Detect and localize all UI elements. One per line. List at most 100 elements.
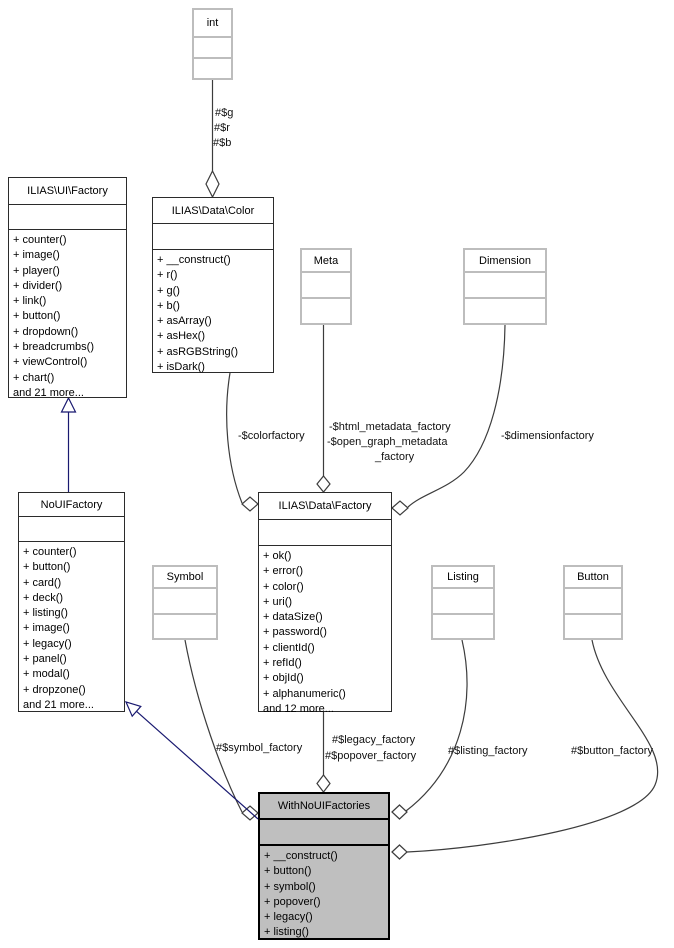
method-item: + clientId()	[263, 641, 315, 654]
method-item: + viewControl()	[13, 356, 88, 369]
attributes-compartment	[565, 589, 621, 615]
methods-compartment: + __construct() + r() + g() + b() + asAr…	[153, 250, 273, 375]
class-nouifactory[interactable]: NoUIFactory + counter() + button() + car…	[18, 492, 125, 712]
edge-color-datafactory	[226, 372, 259, 512]
method-item-more: and 12 more...	[263, 702, 334, 715]
class-title: Dimension	[465, 250, 545, 273]
method-item: + card()	[23, 576, 62, 589]
method-item-more: and 21 more...	[13, 386, 84, 399]
method-item: + b()	[157, 299, 180, 312]
method-item: + isDark()	[157, 361, 205, 374]
class-title: Listing	[433, 567, 493, 589]
method-item: + counter()	[13, 234, 67, 246]
method-item: + divider()	[13, 279, 63, 292]
method-item: + error()	[263, 565, 304, 578]
methods-compartment: + __construct() + button() + symbol() + …	[260, 846, 388, 941]
class-title: NoUIFactory	[19, 493, 124, 517]
edge-label-button-factory: #$button_factory	[571, 745, 653, 757]
class-int: int	[192, 8, 233, 80]
methods-compartment	[433, 615, 493, 638]
edge-listing-withnoui	[391, 639, 468, 820]
method-item: + image()	[23, 622, 70, 635]
method-item: + button()	[13, 310, 61, 323]
methods-compartment: + ok() + error() + color() + uri() + dat…	[259, 546, 391, 717]
method-item: + legacy()	[23, 637, 72, 650]
methods-compartment: + counter() + button() + card() + deck()…	[19, 542, 124, 713]
method-item: + dropdown()	[13, 325, 79, 338]
class-title: Meta	[302, 250, 350, 273]
class-ilias-ui-factory[interactable]: ILIAS\UI\Factory + counter() + image() +…	[8, 177, 127, 401]
method-item: + panel()	[23, 653, 67, 666]
edge-label-r: #$r	[214, 122, 230, 134]
attributes-compartment	[260, 820, 388, 846]
edge-label-dimensionfactory: -$dimensionfactory	[501, 430, 594, 442]
class-ilias-data-factory[interactable]: ILIAS\Data\Factory + ok() + error() + co…	[258, 492, 392, 715]
method-item: + listing()	[23, 607, 68, 620]
class-button: Button	[563, 565, 623, 640]
class-listing: Listing	[431, 565, 495, 640]
edge-label-symbol-factory: #$symbol_factory	[216, 742, 303, 754]
method-item: + deck()	[23, 591, 64, 604]
attributes-compartment	[302, 273, 350, 299]
method-item: + asArray()	[157, 315, 212, 328]
edge-label-open-graph-metadata: -$open_graph_metadata	[327, 436, 448, 448]
edge-symbol-withnoui	[184, 639, 259, 821]
class-symbol: Symbol	[152, 565, 218, 640]
edge-label-open-graph-metadata-cont: _factory	[375, 451, 415, 463]
method-item: + password()	[263, 626, 327, 639]
attributes-compartment	[9, 205, 126, 230]
method-item: + button()	[264, 865, 312, 878]
class-title: ILIAS\Data\Factory	[259, 493, 391, 520]
method-item: + refId()	[263, 657, 302, 670]
attributes-compartment	[433, 589, 493, 615]
method-item: + __construct()	[157, 254, 231, 266]
edge-dimension-datafactory	[391, 324, 506, 516]
method-item: + button()	[23, 561, 71, 574]
method-item: + dataSize()	[263, 611, 323, 624]
method-item: + dropzone()	[23, 683, 86, 696]
class-title: Button	[565, 567, 621, 589]
method-item: + legacy()	[264, 911, 313, 924]
methods-compartment	[154, 615, 216, 638]
method-item: + r()	[157, 269, 178, 282]
edge-meta-datafactory	[316, 325, 331, 493]
class-title: ILIAS\Data\Color	[153, 198, 273, 224]
method-item: + asHex()	[157, 330, 205, 343]
method-item: + g()	[157, 284, 180, 297]
attributes-compartment	[19, 517, 124, 542]
methods-compartment	[302, 299, 350, 323]
method-item: + popover()	[264, 895, 321, 908]
method-item: + ok()	[263, 550, 292, 562]
methods-compartment	[194, 59, 231, 78]
method-item: + breadcrumbs()	[13, 341, 95, 354]
attributes-compartment	[154, 589, 216, 615]
method-item: + uri()	[263, 595, 293, 608]
class-withnouifactories: WithNoUIFactories + __construct() + butt…	[258, 792, 390, 940]
method-item: + symbol()	[264, 880, 316, 893]
inheritance-edge-withnoui-nouifactory	[124, 701, 259, 820]
method-item: + objId()	[263, 672, 304, 685]
class-title: int	[194, 10, 231, 38]
attributes-compartment	[259, 520, 391, 546]
attributes-compartment	[465, 273, 545, 299]
method-item: + color()	[263, 580, 304, 593]
attributes-compartment	[153, 224, 273, 250]
method-item: + player()	[13, 264, 60, 277]
method-item: + image()	[13, 249, 60, 262]
method-item: + listing()	[264, 926, 309, 939]
method-item: + link()	[13, 295, 47, 308]
methods-compartment	[465, 299, 545, 323]
class-ilias-data-color[interactable]: ILIAS\Data\Color + __construct() + r() +…	[152, 197, 274, 373]
method-item: + chart()	[13, 371, 55, 384]
method-item: + asRGBString()	[157, 345, 238, 358]
methods-compartment	[565, 615, 621, 638]
methods-compartment: + counter() + image() + player() + divid…	[9, 230, 126, 401]
class-title: ILIAS\UI\Factory	[9, 178, 126, 205]
edge-label-listing-factory: #$listing_factory	[448, 745, 528, 757]
class-dimension: Dimension	[463, 248, 547, 325]
method-item: + modal()	[23, 668, 70, 681]
attributes-compartment	[194, 38, 231, 59]
class-meta: Meta	[300, 248, 352, 325]
edge-label-g: #$g	[215, 107, 234, 119]
